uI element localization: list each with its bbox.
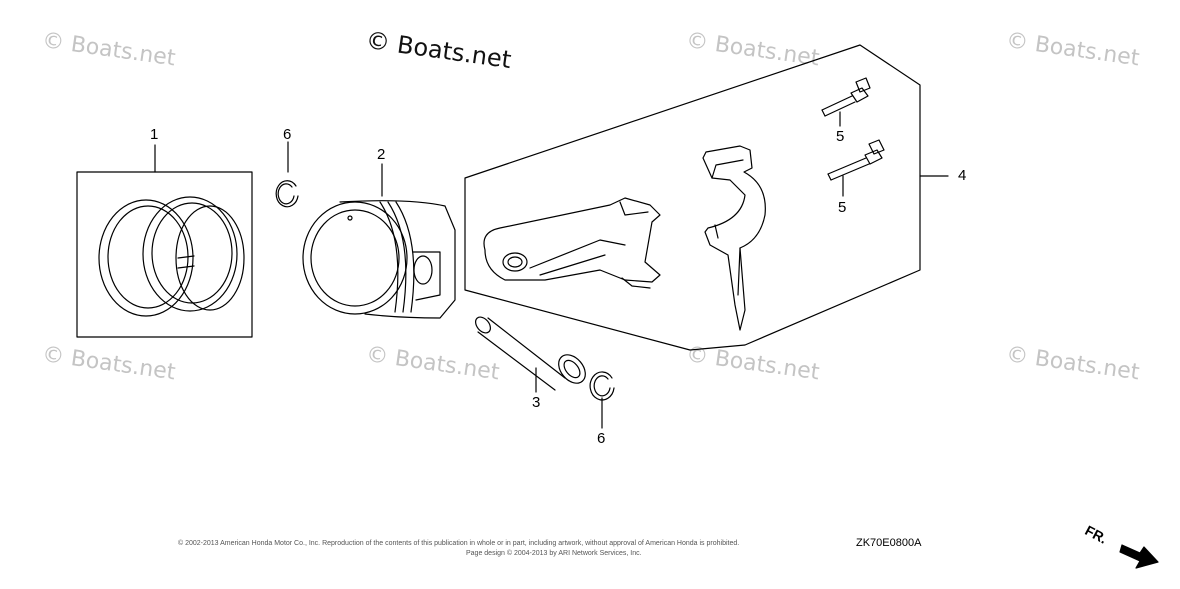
- callout-5-top[interactable]: 5: [836, 128, 845, 145]
- connecting-rod-bolt-bottom-drawing[interactable]: [827, 139, 885, 197]
- connecting-rod-assembly-outline[interactable]: [464, 44, 949, 351]
- callout-1[interactable]: 1: [150, 126, 159, 143]
- callout-5-bottom[interactable]: 5: [838, 199, 847, 216]
- connecting-rod-cap-drawing[interactable]: [702, 145, 766, 331]
- piston-drawing[interactable]: [302, 163, 456, 319]
- piston-pin-clip-bottom-drawing[interactable]: [589, 371, 615, 429]
- piston-pin-clip-top-drawing[interactable]: [275, 141, 299, 208]
- connecting-rod-drawing[interactable]: [483, 197, 661, 289]
- callout-6-bottom[interactable]: 6: [597, 430, 606, 447]
- callout-6-top[interactable]: 6: [283, 126, 292, 143]
- connecting-rod-bolt-top-drawing[interactable]: [821, 77, 871, 127]
- callout-3[interactable]: 3: [532, 394, 541, 411]
- callout-4[interactable]: 4: [958, 167, 967, 184]
- page-design-credit: Page design © 2004-2013 by ARI Network S…: [466, 550, 642, 557]
- piston-ring-set-drawing[interactable]: [76, 144, 253, 338]
- copyright-text: © 2002-2013 American Honda Motor Co., In…: [178, 540, 740, 547]
- diagram-code: ZK70E0800A: [856, 537, 922, 549]
- front-direction-arrow-icon: [1119, 544, 1159, 569]
- callout-2[interactable]: 2: [377, 146, 386, 163]
- piston-pin-drawing[interactable]: [473, 314, 591, 393]
